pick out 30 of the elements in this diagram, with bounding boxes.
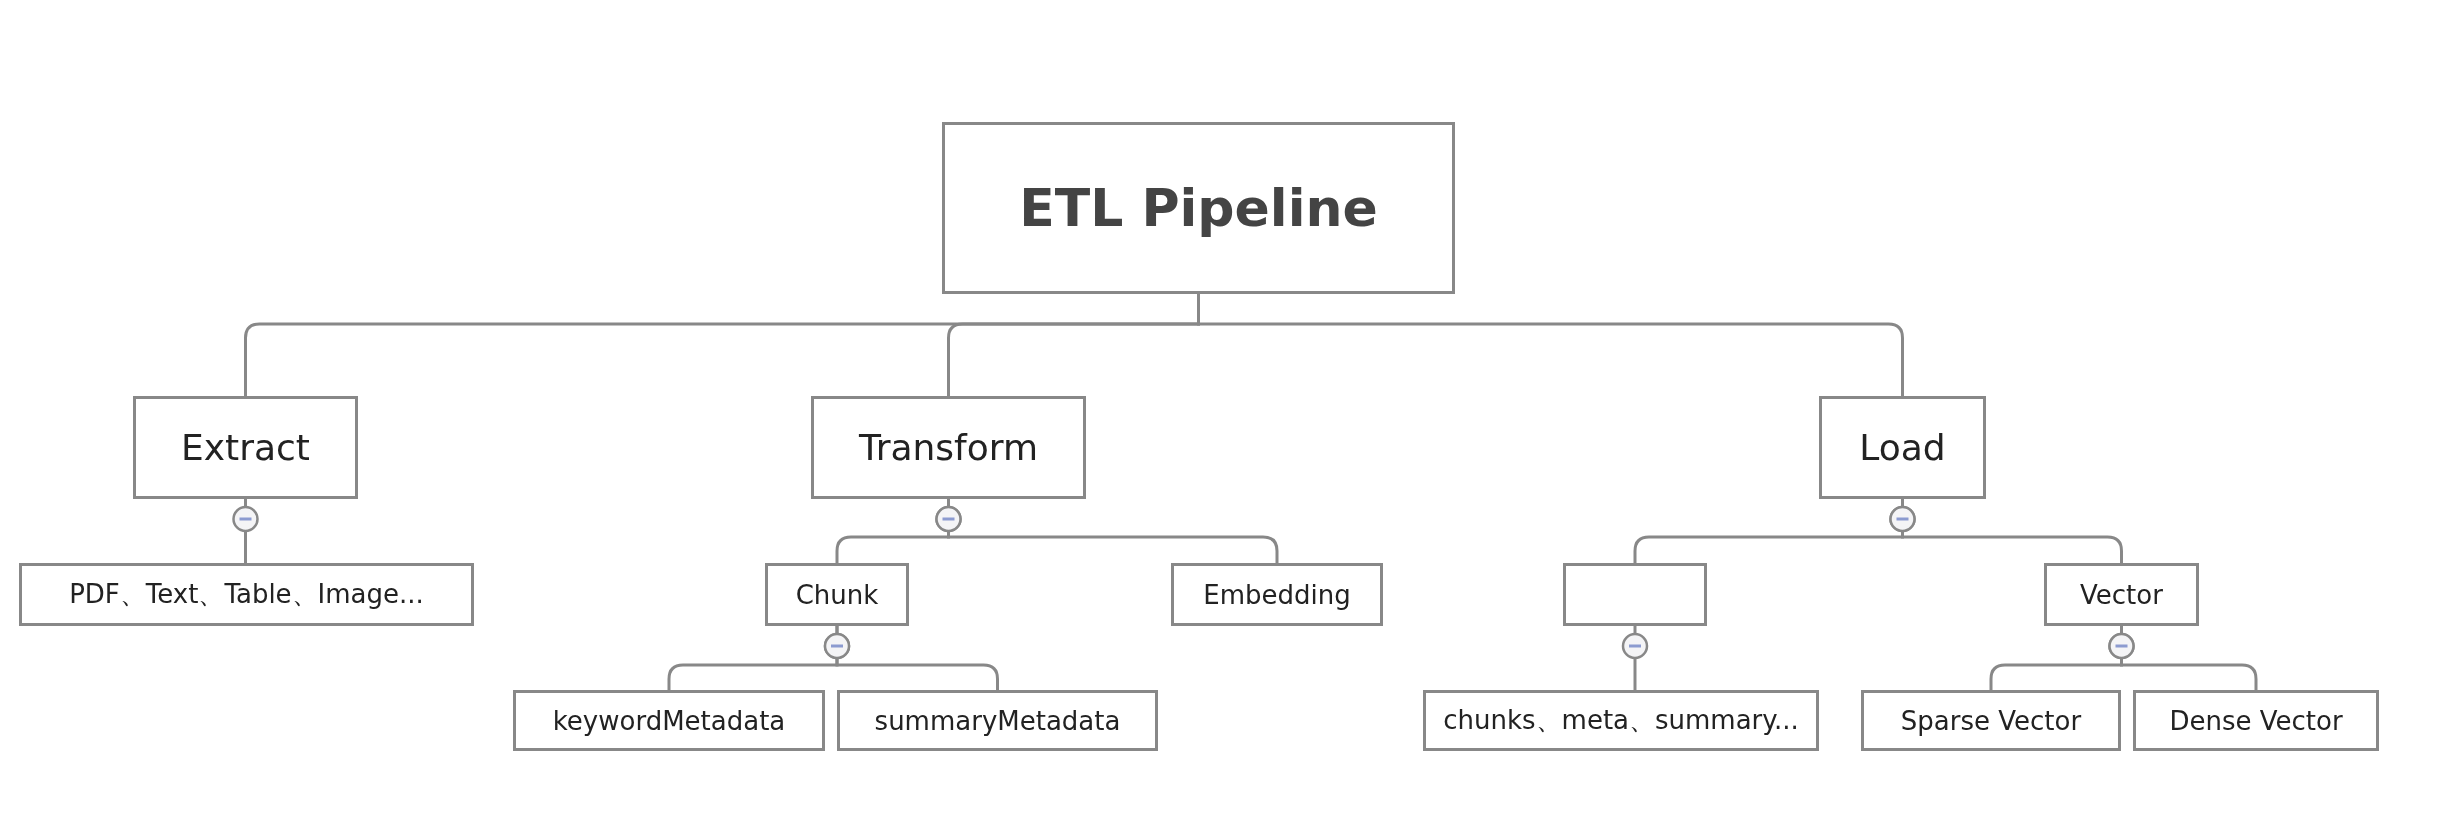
topic-box	[19, 563, 474, 626]
topic-box	[1861, 690, 2121, 751]
topic-label: Embedding	[1203, 579, 1351, 610]
topic-label: Load	[1859, 427, 1946, 468]
topic-label: ETL Pipeline	[1019, 178, 1378, 238]
topic-box	[513, 690, 825, 751]
topic-label: Extract	[181, 427, 310, 468]
topic-label: Dense Vector	[2169, 705, 2343, 736]
connector-line	[232, 499, 259, 563]
topic-box	[811, 396, 1086, 499]
topic-box	[1171, 563, 1383, 626]
topic-label: Transform	[858, 427, 1039, 468]
topic-box	[1819, 396, 1986, 499]
topic-box	[1423, 690, 1819, 751]
topic-label: keywordMetadata	[552, 705, 786, 736]
topic-label: summaryMetadata	[874, 705, 1121, 736]
topic-box	[765, 563, 909, 626]
topic-label: chunks、meta、summary...	[1443, 704, 1799, 737]
topic-box	[837, 690, 1158, 751]
topic-label: PDF、Text、Table、Image...	[69, 578, 424, 611]
topic-box	[2044, 563, 2199, 626]
box	[1563, 563, 1707, 626]
topic-label: Sparse Vector	[1900, 705, 2082, 736]
topic-box	[942, 122, 1455, 294]
topic-label: Chunk	[795, 579, 879, 610]
connector-line	[1621, 626, 1649, 690]
connector-line	[823, 626, 999, 690]
topic-box	[2133, 690, 2379, 751]
topic-box	[133, 396, 358, 499]
topic-label: Vector	[2080, 579, 2163, 610]
